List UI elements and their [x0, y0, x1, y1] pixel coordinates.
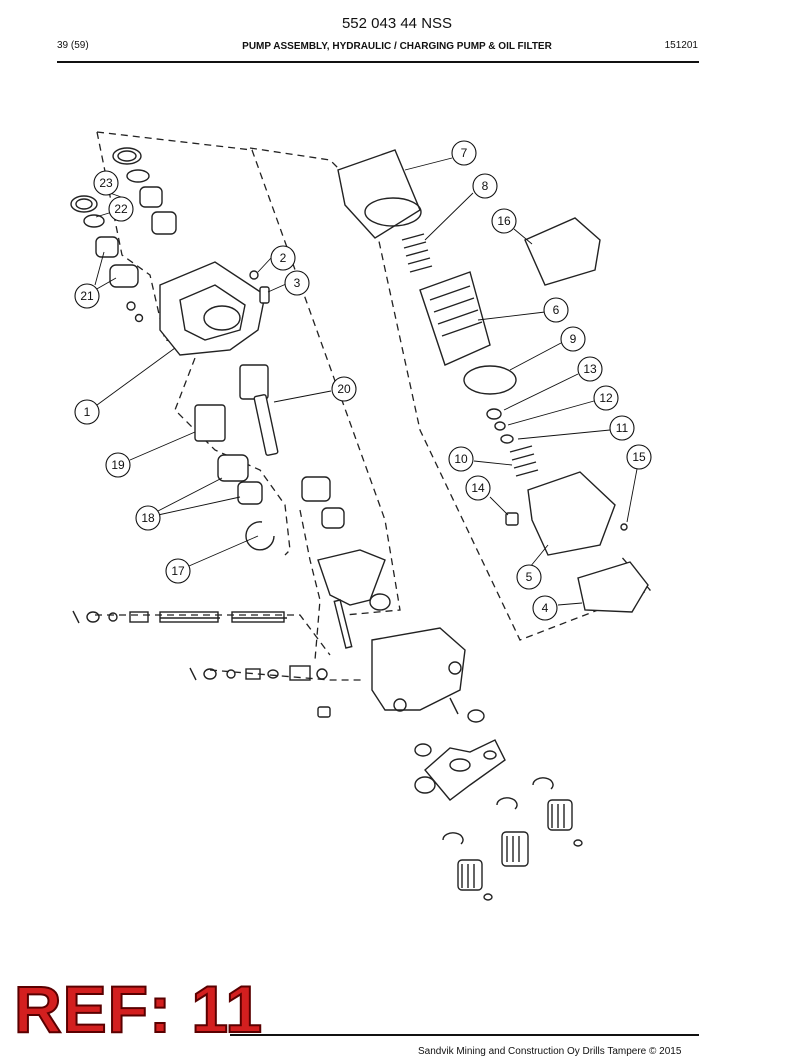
- callout-12: 12: [593, 385, 619, 411]
- svg-text:17: 17: [171, 564, 185, 578]
- callout-2: 2: [270, 245, 296, 271]
- svg-text:13: 13: [583, 362, 597, 376]
- gear-shafts: [194, 364, 345, 551]
- svg-text:12: 12: [599, 391, 613, 405]
- svg-text:20: 20: [337, 382, 351, 396]
- page-count: 39 (59): [57, 40, 89, 51]
- ref-stamp: REF: 11: [13, 972, 264, 1046]
- callout-17: 17: [165, 558, 191, 584]
- callout-15: 15: [626, 444, 652, 470]
- svg-text:6: 6: [553, 303, 560, 317]
- svg-text:1: 1: [84, 405, 91, 419]
- svg-text:22: 22: [114, 202, 128, 216]
- callout-23: 23: [93, 170, 119, 196]
- svg-text:14: 14: [471, 481, 485, 495]
- callout-6: 6: [543, 297, 569, 323]
- svg-text:10: 10: [454, 452, 468, 466]
- svg-text:3: 3: [294, 276, 301, 290]
- oil-filter-parts: [337, 149, 649, 613]
- callout-16: 16: [491, 208, 517, 234]
- svg-text:19: 19: [111, 458, 125, 472]
- document-date: 151201: [664, 40, 698, 51]
- callout-10: 10: [448, 446, 474, 472]
- callout-20: 20: [331, 376, 357, 402]
- callout-21: 21: [74, 283, 100, 309]
- section-title: PUMP ASSEMBLY, HYDRAULIC / CHARGING PUMP…: [242, 41, 552, 52]
- assembly-outline: [95, 131, 652, 681]
- svg-text:21: 21: [80, 289, 94, 303]
- callout-5: 5: [516, 564, 542, 590]
- svg-text:8: 8: [482, 179, 489, 193]
- callout-7: 7: [451, 140, 477, 166]
- svg-text:16: 16: [497, 214, 511, 228]
- svg-text:18: 18: [141, 511, 155, 525]
- callout-1: 1: [74, 399, 100, 425]
- callout-9: 9: [560, 326, 586, 352]
- svg-text:23: 23: [99, 176, 113, 190]
- callout-3: 3: [284, 270, 310, 296]
- svg-text:15: 15: [632, 450, 646, 464]
- callout-19: 19: [105, 452, 131, 478]
- callout-14: 14: [465, 475, 491, 501]
- svg-text:4: 4: [542, 601, 549, 615]
- valve-block-parts: [72, 549, 583, 901]
- svg-text:11: 11: [616, 421, 629, 435]
- seal-rings: [70, 147, 177, 323]
- leader-lines: [94, 157, 638, 606]
- callout-4: 4: [532, 595, 558, 621]
- callout-11: 11: [609, 415, 635, 441]
- callout-18: 18: [135, 505, 161, 531]
- document-number: 552 043 44 NSS: [341, 15, 453, 32]
- svg-text:2: 2: [280, 251, 287, 265]
- callout-8: 8: [472, 173, 498, 199]
- svg-text:5: 5: [526, 570, 533, 584]
- callout-22: 22: [108, 196, 134, 222]
- pump-body-part: [159, 261, 270, 356]
- header-rule: [57, 61, 699, 63]
- svg-text:7: 7: [461, 146, 468, 160]
- callout-13: 13: [577, 356, 603, 382]
- copyright-text: Sandvik Mining and Construction Oy Drill…: [418, 1046, 682, 1057]
- footer-rule: [230, 1034, 699, 1036]
- svg-text:9: 9: [570, 332, 577, 346]
